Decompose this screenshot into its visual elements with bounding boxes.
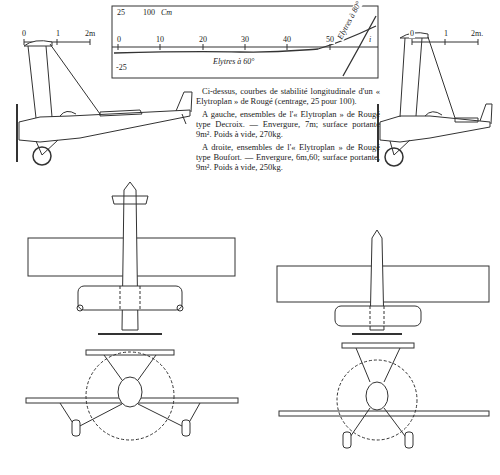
graph-label: i: [368, 36, 372, 44]
graph-label: 50: [325, 36, 335, 44]
graph-label: Elytres à 60°: [212, 58, 256, 66]
plan-view-decroix: [28, 182, 235, 334]
graph-label: 25: [116, 9, 126, 17]
caption-column: Ci-dessus, courbes de stabilité longitud…: [196, 86, 380, 175]
caption-paragraph: A droite, ensembles de l'« Elytroplan » …: [196, 142, 380, 172]
graph-label: 100: [142, 9, 156, 17]
front-view-boufort: [279, 343, 489, 448]
front-view-decroix: [26, 350, 238, 440]
graph-label: 2m: [84, 30, 96, 38]
graph-label: 30: [240, 36, 250, 44]
graph-label: 1: [55, 30, 61, 38]
side-view-decroix: [17, 41, 192, 165]
graph-label: 0: [116, 36, 122, 44]
graph-label: 0: [409, 30, 415, 38]
graph-label: 2m.: [470, 30, 484, 38]
plan-view-boufort: [277, 230, 489, 334]
graph-label: -25: [115, 64, 128, 72]
graph-label: 20: [198, 36, 208, 44]
curve-60: [114, 26, 376, 53]
graph-label: 0: [21, 30, 27, 38]
graph-label: 10: [155, 36, 165, 44]
axis-ticks: [118, 44, 330, 50]
side-view-boufort: [378, 33, 492, 166]
caption-paragraph: Ci-dessus, courbes de stabilité longitud…: [196, 86, 380, 106]
graph-label: 1: [443, 30, 449, 38]
caption-paragraph: A gauche, ensembles de l'« Elytroplan » …: [196, 109, 380, 139]
graph-label: Cm: [160, 9, 173, 17]
graph-frame: [112, 6, 378, 78]
graph-label: 40: [282, 36, 292, 44]
scale-bar: [24, 39, 478, 45]
